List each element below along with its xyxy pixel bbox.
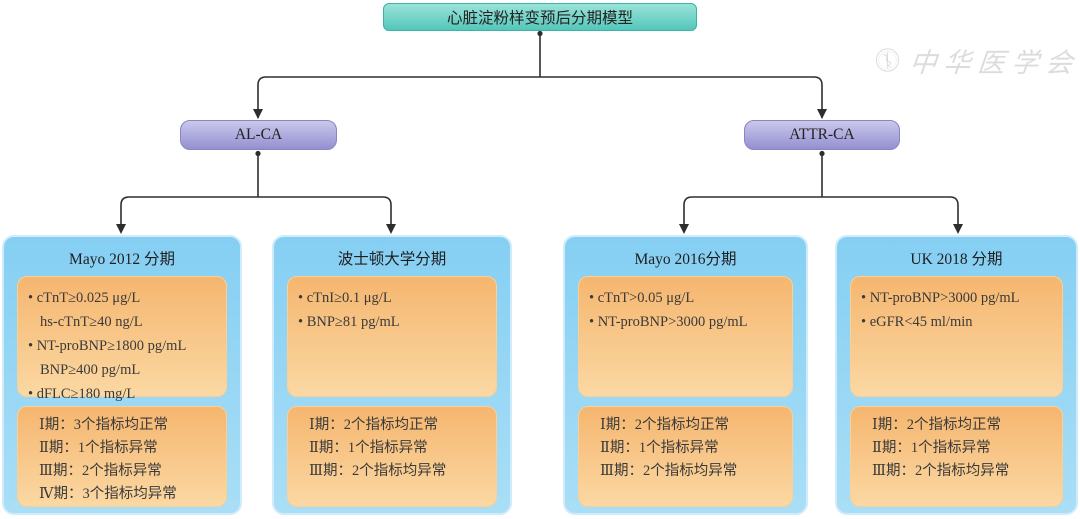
branch-label: AL-CA	[234, 126, 283, 143]
criterion: • cTnT>0.05 μg/L	[589, 290, 695, 306]
card-title: 波士顿大学分期	[337, 251, 447, 268]
criterion: • NT-proBNP>3000 pg/mL	[589, 314, 748, 330]
arrowhead-icon	[817, 109, 827, 119]
card-boston-university: 波士顿大学分期 • cTnI≥0.1 μg/L • BNP≥81 pg/mL Ⅰ…	[272, 235, 512, 515]
arrowhead-icon	[679, 224, 689, 234]
criterion: • NT-proBNP≥1800 pg/mL	[28, 338, 187, 354]
stage: Ⅱ期：1个指标异常	[309, 440, 428, 456]
arrowhead-icon	[253, 109, 263, 119]
stage: Ⅱ期：1个指标异常	[600, 440, 719, 456]
stage: Ⅰ期：2个指标均正常	[872, 417, 1001, 433]
card-mayo-2016: Mayo 2016分期 • cTnT>0.05 μg/L • NT-proBNP…	[563, 235, 808, 515]
stages-panel: Ⅰ期：2个指标均正常 Ⅱ期：1个指标异常 Ⅲ期：2个指标均异常	[578, 406, 793, 507]
criterion: • eGFR<45 ml/min	[861, 314, 973, 330]
stage: Ⅰ期：2个指标均正常	[600, 417, 729, 433]
stage: Ⅲ期：2个指标均异常	[872, 463, 1010, 479]
criterion: • cTnI≥0.1 μg/L	[298, 290, 392, 306]
branch-attr-ca: ATTR-CA	[744, 120, 900, 150]
criteria-panel: • NT-proBNP>3000 pg/mL • eGFR<45 ml/min	[850, 276, 1063, 397]
stage: Ⅰ期：2个指标均正常	[309, 417, 438, 433]
card-title: UK 2018 分期	[910, 251, 1003, 268]
criteria-panel: • cTnI≥0.1 μg/L • BNP≥81 pg/mL	[287, 276, 497, 397]
card-mayo-2012: Mayo 2012 分期 • cTnT≥0.025 μg/L hs-cTnT≥4…	[2, 235, 242, 515]
criterion: • BNP≥81 pg/mL	[298, 314, 400, 330]
branch-label: ATTR-CA	[789, 126, 855, 143]
connector-dot	[255, 150, 261, 157]
connector-level2-right	[683, 196, 959, 232]
connector-dot	[537, 30, 543, 37]
arrowhead-icon	[116, 224, 126, 234]
stage: Ⅳ期：3个指标均异常	[39, 486, 177, 502]
card-uk-2018: UK 2018 分期 • NT-proBNP>3000 pg/mL • eGFR…	[835, 235, 1078, 515]
title-text: 心脏淀粉样变预后分期模型	[446, 10, 633, 27]
watermark: 中华医学会	[874, 34, 1080, 86]
stage: Ⅱ期：1个指标异常	[872, 440, 991, 456]
criterion: hs-cTnT≥40 ng/L	[40, 314, 143, 330]
connector-dot	[819, 150, 825, 157]
criteria-panel: • cTnT≥0.025 μg/L hs-cTnT≥40 ng/L • NT-p…	[17, 276, 227, 402]
stage: Ⅲ期：2个指标异常	[39, 463, 162, 479]
criterion: • NT-proBNP>3000 pg/mL	[861, 290, 1020, 306]
stage: Ⅲ期：2个指标均异常	[600, 463, 738, 479]
card-title: Mayo 2012 分期	[69, 251, 175, 268]
card-title: Mayo 2016分期	[634, 251, 737, 268]
criterion: • dFLC≥180 mg/L	[28, 386, 136, 402]
stages-panel: Ⅰ期：2个指标均正常 Ⅱ期：1个指标异常 Ⅲ期：2个指标均异常	[850, 406, 1063, 507]
criteria-panel: • cTnT>0.05 μg/L • NT-proBNP>3000 pg/mL	[578, 276, 793, 397]
stage: Ⅰ期：3个指标均正常	[39, 417, 168, 433]
branch-al-ca: AL-CA	[180, 120, 337, 150]
cma-logo-icon	[875, 48, 900, 72]
stages-panel: Ⅰ期：2个指标均正常 Ⅱ期：1个指标异常 Ⅲ期：2个指标均异常	[287, 406, 497, 507]
stage: Ⅱ期：1个指标异常	[39, 440, 158, 456]
stages-panel: Ⅰ期：3个指标均正常 Ⅱ期：1个指标异常 Ⅲ期：2个指标异常 Ⅳ期：3个指标均异…	[17, 406, 227, 507]
stage: Ⅲ期：2个指标均异常	[309, 463, 447, 479]
arrowhead-icon	[953, 224, 963, 234]
connector-level1	[257, 76, 823, 118]
criterion: • cTnT≥0.025 μg/L	[28, 290, 141, 306]
watermark-text: 中华医学会	[908, 47, 1080, 78]
arrowhead-icon	[386, 224, 396, 234]
connector-level2-left	[120, 196, 392, 232]
criterion: BNP≥400 pg/mL	[40, 362, 141, 378]
title-box: 心脏淀粉样变预后分期模型	[383, 3, 697, 31]
